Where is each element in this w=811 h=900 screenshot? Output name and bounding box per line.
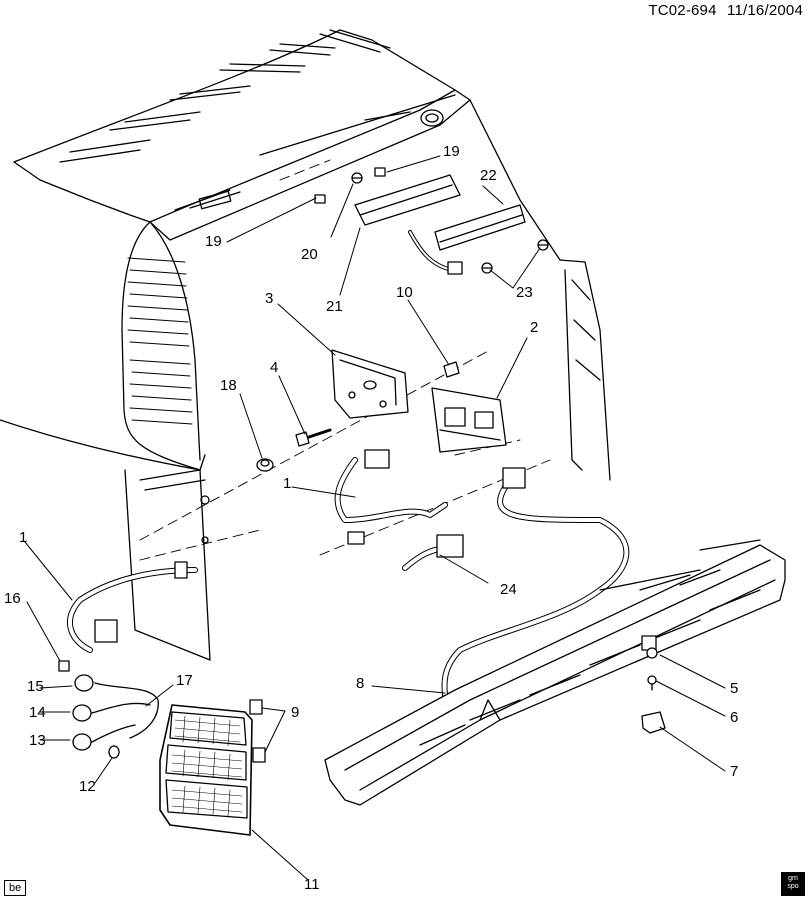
- bolt: [296, 430, 330, 446]
- callout-4: 4: [270, 359, 278, 376]
- callout-14: 14: [29, 704, 46, 721]
- callout-21: 21: [326, 298, 343, 315]
- callout-7: 7: [730, 763, 738, 780]
- bumper-hardware: [642, 636, 665, 733]
- trailer-module: [432, 388, 506, 452]
- roof-lamp-housing: [355, 175, 462, 274]
- callout-1: 1: [19, 529, 27, 546]
- drawing-id: TC02-694: [648, 2, 717, 19]
- callout-15: 15: [27, 678, 44, 695]
- rear-bumper: [325, 540, 785, 805]
- callout-16: 16: [4, 590, 21, 607]
- callout-19: 19: [205, 233, 222, 250]
- wiring-harness-lamp: [70, 562, 195, 650]
- callout-10: 10: [396, 284, 413, 301]
- high-mount-lamp-lens: [435, 205, 525, 250]
- wiring-harness-bumper: [444, 468, 700, 695]
- callout-18: 18: [220, 377, 237, 394]
- callout-1: 1: [283, 475, 291, 492]
- callout-numbers: 1 1 2 3 4 5 6 7 8 9 10 11 12 13 14 15 16…: [4, 143, 738, 893]
- nut: [257, 459, 273, 471]
- callout-19: 19: [443, 143, 460, 160]
- screws: [352, 173, 548, 273]
- drawing-date: 11/16/2004: [727, 2, 803, 19]
- vehicle-body: [0, 30, 610, 660]
- callout-22: 22: [480, 167, 497, 184]
- lamp-sockets: [59, 661, 158, 758]
- callout-11: 11: [304, 876, 320, 893]
- callout-24: 24: [500, 581, 517, 598]
- callout-20: 20: [301, 246, 318, 263]
- callout-17: 17: [176, 672, 193, 689]
- corner-tag: be: [4, 880, 27, 896]
- pigtail-harness: [405, 535, 463, 568]
- wiring-harness-main: [338, 450, 445, 544]
- clip: [444, 362, 459, 377]
- callout-13: 13: [29, 732, 46, 749]
- callout-3: 3: [265, 290, 273, 307]
- tail-lamp-assembly: [160, 700, 265, 835]
- callout-23: 23: [516, 284, 533, 301]
- callout-2: 2: [530, 319, 538, 336]
- callout-8: 8: [356, 675, 364, 692]
- callout-9: 9: [291, 704, 299, 721]
- drawing-header: TC02-694 11/16/2004: [642, 2, 803, 19]
- lamp-bracket: [332, 350, 408, 418]
- callout-5: 5: [730, 680, 738, 697]
- leader-lines: [25, 156, 725, 880]
- callout-6: 6: [730, 709, 738, 726]
- callout-12: 12: [79, 778, 96, 795]
